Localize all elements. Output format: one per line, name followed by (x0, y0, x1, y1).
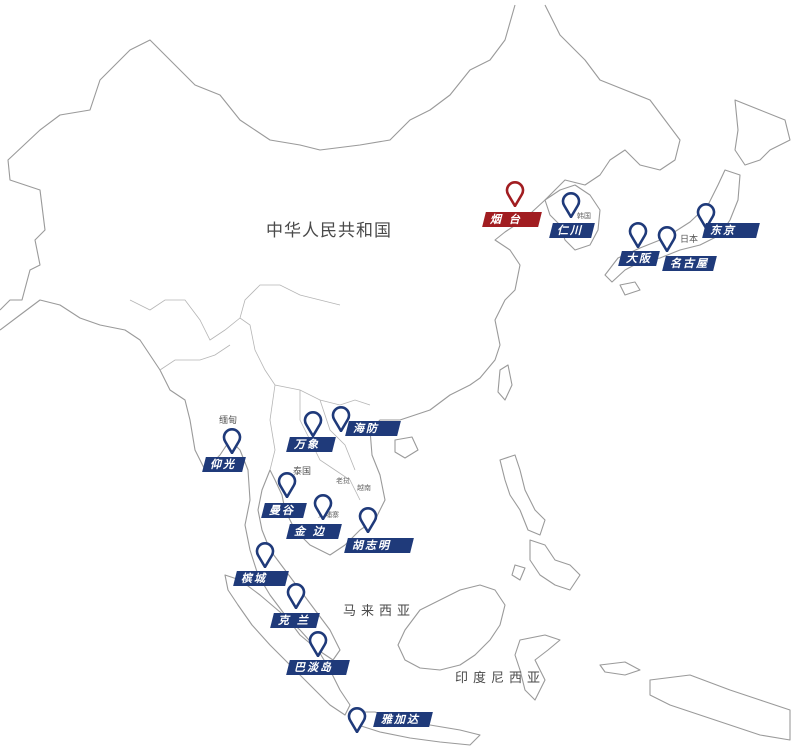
philippines-coastline (499, 454, 581, 591)
incheon-label[interactable]: 仁川 (549, 223, 595, 238)
yangon-label[interactable]: 仰光 (202, 457, 246, 472)
yantai-label-text: 烟 台 (490, 213, 522, 226)
bangkok-label-text: 曼谷 (269, 504, 295, 517)
hcmc-pin-icon[interactable] (358, 506, 378, 533)
vietnam-label: 越南 (357, 484, 371, 492)
korea-label: 韩国 (577, 212, 591, 220)
taiwan-coastline (497, 364, 513, 401)
hcmc-label[interactable]: 胡志明 (344, 538, 414, 553)
sulawesi-coastline (514, 634, 791, 741)
tokyo-label-text: 东京 (710, 224, 736, 237)
kampong-label[interactable]: 金 边 (286, 524, 342, 539)
indonesia-label: 印度尼西亚 (455, 671, 546, 686)
klang-label[interactable]: 克 兰 (270, 613, 320, 628)
cambodia-label: 柬埔寨 (318, 511, 339, 519)
mainland-coastline (0, 4, 681, 661)
klang-label-text: 克 兰 (278, 614, 310, 627)
osaka-pin-icon[interactable] (628, 221, 648, 248)
borneo-coastline (397, 584, 506, 671)
yantai-label[interactable]: 烟 台 (482, 212, 542, 227)
kampong-label-text: 金 边 (294, 525, 326, 538)
nagoya-label[interactable]: 名古屋 (662, 256, 717, 271)
haiphong-pin-icon[interactable] (331, 405, 351, 432)
bangkok-label[interactable]: 曼谷 (261, 503, 307, 518)
osaka-label-text: 大阪 (626, 252, 652, 265)
vientiane-label-text: 万象 (294, 438, 320, 451)
tokyo-label[interactable]: 东京 (702, 223, 760, 238)
vientiane-pin-icon[interactable] (303, 410, 323, 437)
klang-pin-icon[interactable] (286, 582, 306, 609)
yangon-label-text: 仰光 (210, 458, 236, 471)
thailand-label: 泰国 (293, 467, 312, 477)
japan-label: 日本 (680, 235, 699, 245)
nagoya-label-text: 名古屋 (670, 257, 709, 270)
jakarta-pin-icon[interactable] (347, 706, 367, 733)
penang-label-text: 槟城 (241, 572, 267, 585)
malaysia-label: 马来西亚 (343, 604, 416, 619)
bangkok-pin-icon[interactable] (277, 471, 297, 498)
kampong-pin-icon[interactable] (313, 493, 333, 520)
haiphong-label[interactable]: 海防 (345, 421, 401, 436)
jakarta-label-text: 雅加达 (381, 713, 420, 726)
batam-label-text: 巴淡岛 (294, 661, 333, 674)
incheon-label-text: 仁川 (557, 224, 583, 237)
country-borders (129, 284, 371, 501)
vientiane-label[interactable]: 万象 (286, 437, 336, 452)
hainan-coastline (394, 436, 419, 459)
hcmc-label-text: 胡志明 (352, 539, 391, 552)
japan-coastline (604, 99, 791, 296)
laos-label: 老挝 (336, 477, 350, 485)
tokyo-pin-icon[interactable] (696, 202, 716, 229)
china-label: 中华人民共和国 (266, 221, 392, 241)
batam-pin-icon[interactable] (308, 630, 328, 657)
sumatra-coastline (224, 574, 351, 716)
haiphong-label-text: 海防 (353, 422, 379, 435)
osaka-label[interactable]: 大阪 (618, 251, 660, 266)
myanmar-label: 缅甸 (219, 416, 238, 426)
yantai-pin-icon[interactable] (505, 180, 525, 207)
batam-label[interactable]: 巴淡岛 (286, 660, 350, 675)
yangon-pin-icon[interactable] (222, 427, 242, 454)
penang-label[interactable]: 槟城 (233, 571, 289, 586)
incheon-pin-icon[interactable] (561, 191, 581, 218)
jakarta-label[interactable]: 雅加达 (373, 712, 433, 727)
penang-pin-icon[interactable] (255, 541, 275, 568)
nagoya-pin-icon[interactable] (657, 225, 677, 252)
